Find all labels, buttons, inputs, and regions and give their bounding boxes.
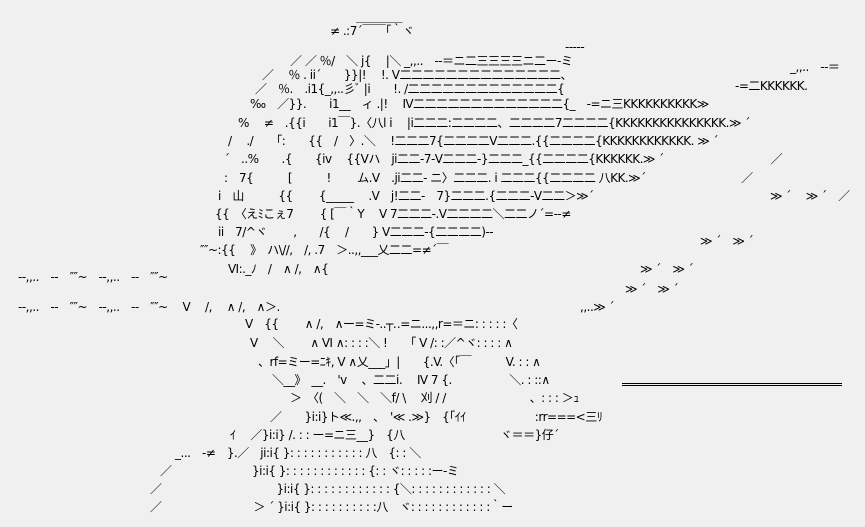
art-line: ／ ％. .i1{_,,..彡ﾞ |i !. /二二二二二二二二二二二二二{	[255, 82, 565, 96]
art-line: ≠ .:7´￣￣｢｀ヾ	[330, 24, 414, 38]
art-line: ´ ..% .{ {iv {{Vハ ji二二‐7‐V二二二‐}二二二_{{二二二…	[224, 152, 783, 166]
art-line: ,,..≫ ´	[580, 300, 615, 314]
art-line: ／ }i:i{ }: : : : : : : : : : : : {: : ヾ:…	[160, 464, 459, 478]
art-line: ‐=二KKKKKK.	[735, 79, 808, 93]
art-line: {{ 〈えﾐこぇ7 { [￣｀Y V 7二二二‐.V二二二二＼二二ノ´=‐‐≠	[215, 207, 571, 221]
art-line: ＞ 〈( ＼ ＼ ＼f/ \ 刈 / / 、: : : ＞ｭ	[290, 391, 579, 405]
art-line: Ⅵ:._ﾉ / ∧ /, ∧{	[228, 262, 329, 276]
art-line: V ＼ ∧ Ⅵ ∧: : : :＼ ! ｢ V /: :／^ヾ: : : : ∧	[250, 336, 513, 350]
art-line: ‐‐,,.. ‐‐ ″″~ ‐‐,,.. ‐‐ ″″~	[18, 270, 168, 284]
art-line: ‰ ／}}. i1__ ィ .|! Ⅳ二二二二二二二二二二二二二{_ ‐=ニ三K…	[250, 97, 709, 111]
art-line: -----	[565, 40, 585, 54]
art-line: ＿＿＿＿	[356, 10, 403, 24]
art-line: V {{ ∧ /, ∧ー=ミ‐..┬‥=ニ...,,r=＝ニ: : : : :〈	[245, 317, 518, 331]
art-line: 、rf=ミー=ﾆｷ, V ∧乂___」| {.V.〈｢￣ V. : : ∧	[258, 355, 541, 369]
art-line: ／ }i:i{ }: : : : : : : : : : : : {＼: : :…	[150, 482, 506, 496]
art-line: ／ }i:i}ト≪.,, 、 '≪ .≫} {｢ｲｲ :rr===<三ﾘ	[270, 410, 603, 424]
art-line: ≫ ´ ≫ ´	[625, 282, 679, 296]
art-line: / ./ ｢: {{ / 〉.＼ !二二二7{二二二二V二二二.{{二二二二{K…	[228, 134, 719, 148]
art-line: ／ ／ ％/ ＼ j{ |＼ _,,.. ‐-＝ニ二三三三三ニ二ー‐ミ	[290, 54, 573, 68]
art-line: ≫ ´ ≫ ´ ／	[770, 189, 850, 203]
art-line: ／ ％ . ii´ }}|! !. V二二二二二二二二二二二二二二、	[262, 68, 573, 82]
sword-blade-line	[622, 383, 842, 386]
art-line: ／ ＞ ´ }i:i{ }: : : : : : : : : :八 ヾ: : :…	[150, 500, 513, 514]
art-line: i 山 {{ {_____ .V j!二二‐ 7}二二二.{二二二‐V二二＞≫´	[218, 189, 594, 203]
art-line: ″″~:{{ 》 ハ\//, /, .7 ＞..,,___乂二二=≠´￣	[200, 243, 449, 257]
art-line: ≫ ´ ≫ ´	[700, 234, 754, 248]
art-line: _,,.. ‐-＝	[790, 60, 840, 74]
art-line: : 7{ [ ! ム.V .ji二二‐ ニ〉二二二. i 二二二{{二二二二 八…	[224, 171, 753, 185]
art-line: ‐‐,,.. ‐‐ ″″~ ‐‐,,.. ‐‐ ″″~ V /, ∧ /, ∧＞…	[18, 300, 280, 314]
art-line: _... ‐≠ }.／ ji:i{ }: : : : : : : : : : :…	[175, 446, 421, 460]
art-line: % ≠ .{{i i1￣}.〈八l i |i二二二:二二二二、二二二二7二二二二…	[238, 116, 750, 130]
art-line: ii 7/^ヾ , /{ / } V二二二‐{二二二二)‐‐	[218, 225, 494, 239]
art-line: ＼__》 __. 'v 、二二i. Ⅳ 7 {. ＼. : ::∧	[272, 373, 550, 387]
art-line: ≫ ´ ≫ ´	[640, 262, 694, 276]
art-line: ｲ ／}i:i} /. : : ー=ニ三__} {八 ヾ＝＝}仔´	[230, 428, 559, 442]
